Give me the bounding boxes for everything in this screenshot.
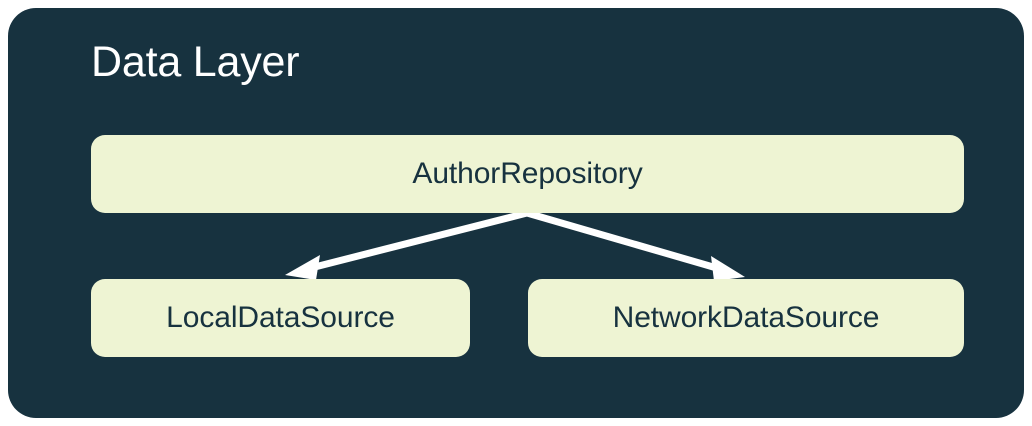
node-label: NetworkDataSource bbox=[612, 301, 880, 334]
node-local-data-source[interactable]: LocalDataSource bbox=[91, 279, 470, 357]
node-network-data-source[interactable]: NetworkDataSource bbox=[528, 279, 964, 357]
node-author-repository[interactable]: AuthorRepository bbox=[91, 135, 964, 213]
page-title: Data Layer bbox=[91, 38, 300, 86]
node-label: LocalDataSource bbox=[166, 301, 395, 334]
node-label: AuthorRepository bbox=[412, 157, 643, 190]
